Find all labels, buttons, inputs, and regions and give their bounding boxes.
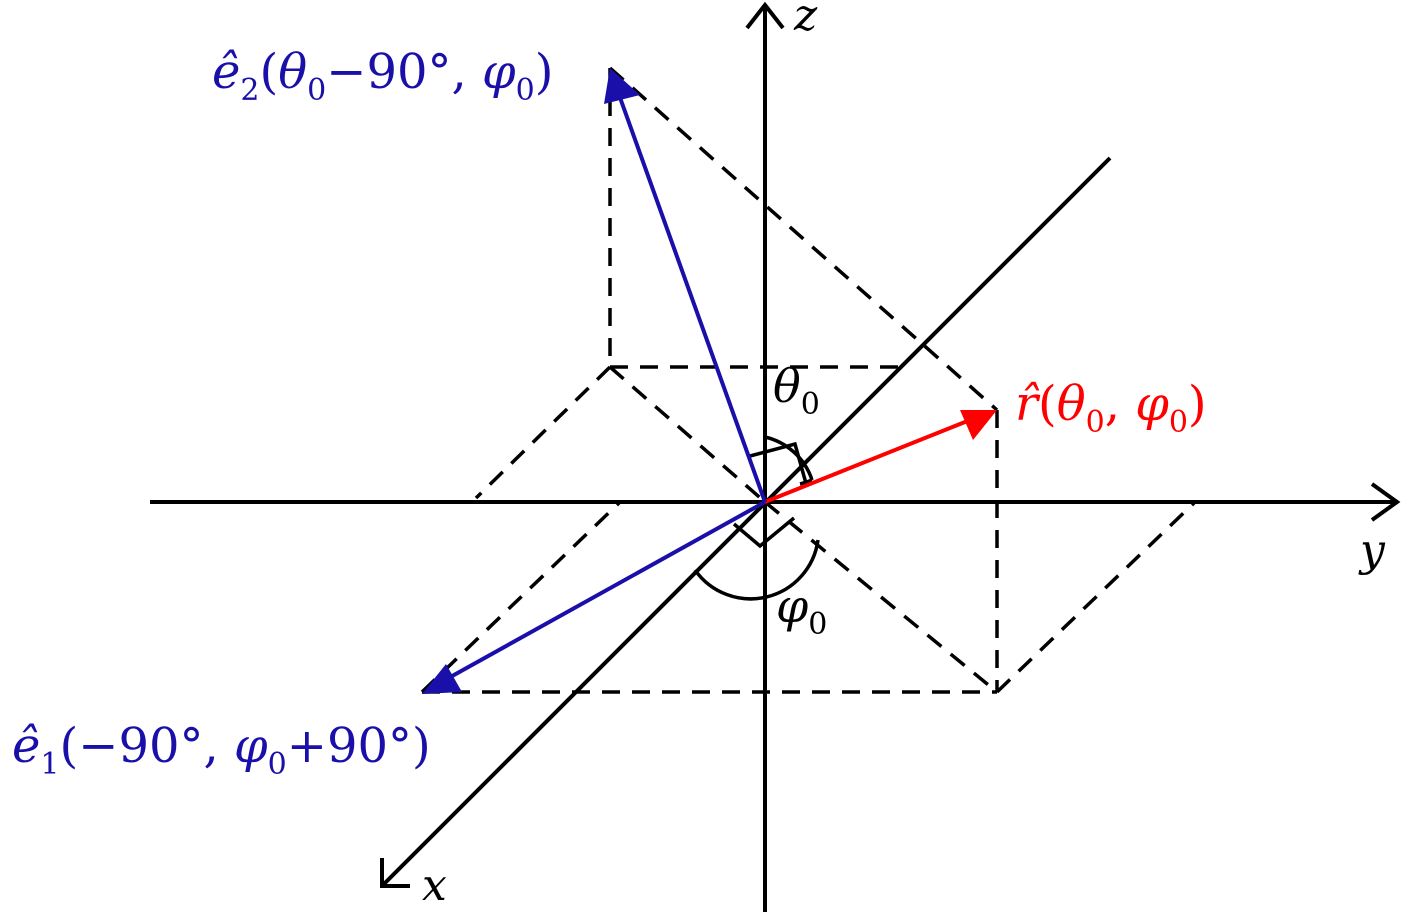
e1-vector <box>444 500 766 682</box>
right-angle-mark-upper <box>749 441 809 488</box>
e2-vector-label: ê2(θ0−90°, φ0) <box>212 44 553 108</box>
e2-arg-0: ( <box>260 44 279 100</box>
e2-base-diagonal-dash <box>608 365 767 504</box>
r-floor-diagonal-dash <box>763 500 999 694</box>
r-hat-symbol: r̂ <box>1015 376 1041 432</box>
angle-marks <box>693 435 820 601</box>
e1-vector-label: ê1(−90°, φ0+90°) <box>12 718 431 782</box>
r-arg-0: ( <box>1038 376 1057 432</box>
x-axis-label: x <box>422 860 447 911</box>
e1-vector-arrowhead <box>422 664 462 694</box>
r-arg-1: θ <box>1057 376 1086 432</box>
r-arg-5: 0 <box>1169 405 1188 440</box>
r-arg-4: φ <box>1135 376 1169 432</box>
construction-lines <box>420 66 1197 694</box>
e2-vector-arrowhead <box>604 68 640 104</box>
e1-arg-0: (−90°, <box>60 718 235 774</box>
phi-arc <box>693 539 820 601</box>
e2-arg-6: ) <box>535 44 554 100</box>
e2-arg-2: 0 <box>307 73 326 108</box>
e2-vector <box>616 91 767 503</box>
left-diagonal-dash <box>474 365 612 500</box>
phi-label: φ0 <box>776 579 827 642</box>
z-axis-label: z <box>793 0 818 41</box>
e1-arg-3: +90°) <box>287 718 431 774</box>
r-vector-arrowhead <box>960 410 997 440</box>
y-axis-arrowhead <box>1370 482 1401 522</box>
x-axis-line <box>380 156 1112 888</box>
theta-label: θ0 <box>773 359 820 422</box>
e1-base-symbol: ê <box>12 718 40 774</box>
e2-subscript: 2 <box>240 73 259 108</box>
e2-arg-3: −90°, <box>326 44 482 100</box>
theta-arc <box>764 435 814 481</box>
axes <box>150 1 1401 912</box>
r-arg-6: ) <box>1188 376 1207 432</box>
e2-arg-4: φ <box>482 44 516 100</box>
e1-subscript: 1 <box>40 747 59 782</box>
e2-base-symbol: ê <box>212 44 240 100</box>
e2-top-diagonal-dash <box>608 66 999 412</box>
r-arg-2: 0 <box>1086 405 1105 440</box>
x-axis-arrowhead <box>380 858 410 888</box>
vectors <box>422 68 997 694</box>
r-arg-3: , <box>1105 376 1136 432</box>
z-axis-arrowhead <box>745 1 785 30</box>
y-axis-label: y <box>1358 525 1386 576</box>
r-vector <box>764 416 976 504</box>
e2-arg-5: 0 <box>516 73 535 108</box>
right-angle-mark-lower <box>732 516 796 549</box>
e1-arg-1: φ <box>234 718 268 774</box>
r-vector-label: r̂(θ0, φ0) <box>1015 376 1207 440</box>
e1-arg-2: 0 <box>268 747 287 782</box>
e2-arg-1: θ <box>278 44 307 100</box>
e1-floor-diagonal-dash <box>420 500 622 694</box>
r-floor-y-dash <box>995 500 1197 694</box>
